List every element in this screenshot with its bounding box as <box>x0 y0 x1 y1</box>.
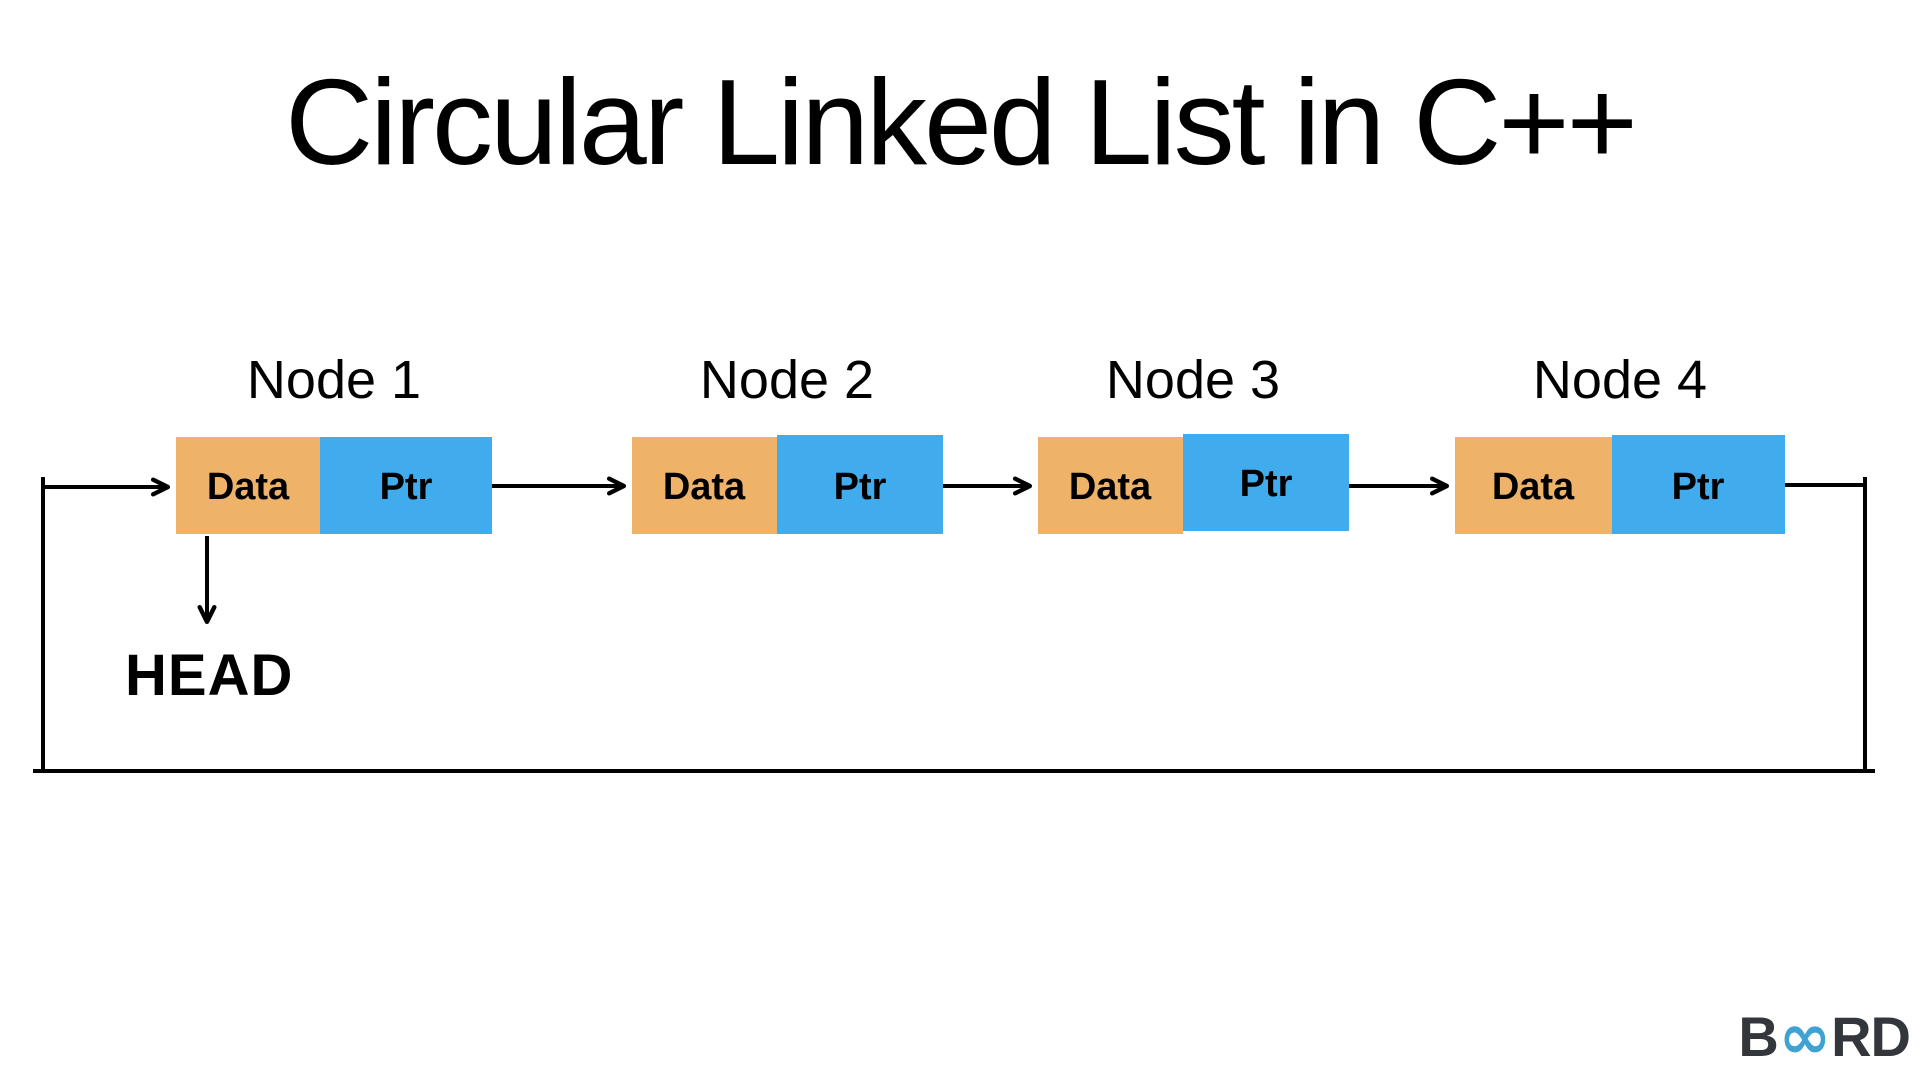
logo-text-prefix: B <box>1738 1005 1778 1068</box>
node-group-1: Node 1 Data Ptr <box>176 350 492 534</box>
node-label: Node 1 <box>247 350 421 410</box>
node-label: Node 4 <box>1533 350 1707 410</box>
ptr-cell-label: Ptr <box>834 466 887 508</box>
brand-logo: B∞RD <box>1738 998 1911 1073</box>
ptr-cell-label: Ptr <box>1240 463 1293 505</box>
ptr-box <box>1612 435 1785 534</box>
data-cell-label: Data <box>207 466 290 508</box>
infinity-icon: ∞ <box>1778 1000 1831 1073</box>
ptr-cell-label: Ptr <box>380 466 433 508</box>
data-cell-label: Data <box>1492 466 1575 508</box>
node-group-4: Node 4 Data Ptr <box>1455 350 1785 534</box>
ptr-cell-label: Ptr <box>1672 466 1725 508</box>
data-box <box>176 437 320 534</box>
data-cell-label: Data <box>663 466 746 508</box>
ptr-box <box>777 435 943 534</box>
data-box <box>1455 437 1612 534</box>
ptr-box <box>320 437 492 534</box>
data-box <box>632 437 777 534</box>
logo-text-suffix: RD <box>1831 1005 1911 1068</box>
head-label: HEAD <box>125 643 293 708</box>
node-group-2: Node 2 Data Ptr <box>632 350 943 534</box>
ptr-box <box>1183 434 1349 531</box>
page-title: Circular Linked List in C++ <box>285 54 1638 190</box>
node-label: Node 2 <box>700 350 874 410</box>
node-group-3: Node 3 Data Ptr <box>1038 350 1349 534</box>
data-cell-label: Data <box>1069 466 1152 508</box>
data-box <box>1038 437 1183 534</box>
node-label: Node 3 <box>1106 350 1280 410</box>
